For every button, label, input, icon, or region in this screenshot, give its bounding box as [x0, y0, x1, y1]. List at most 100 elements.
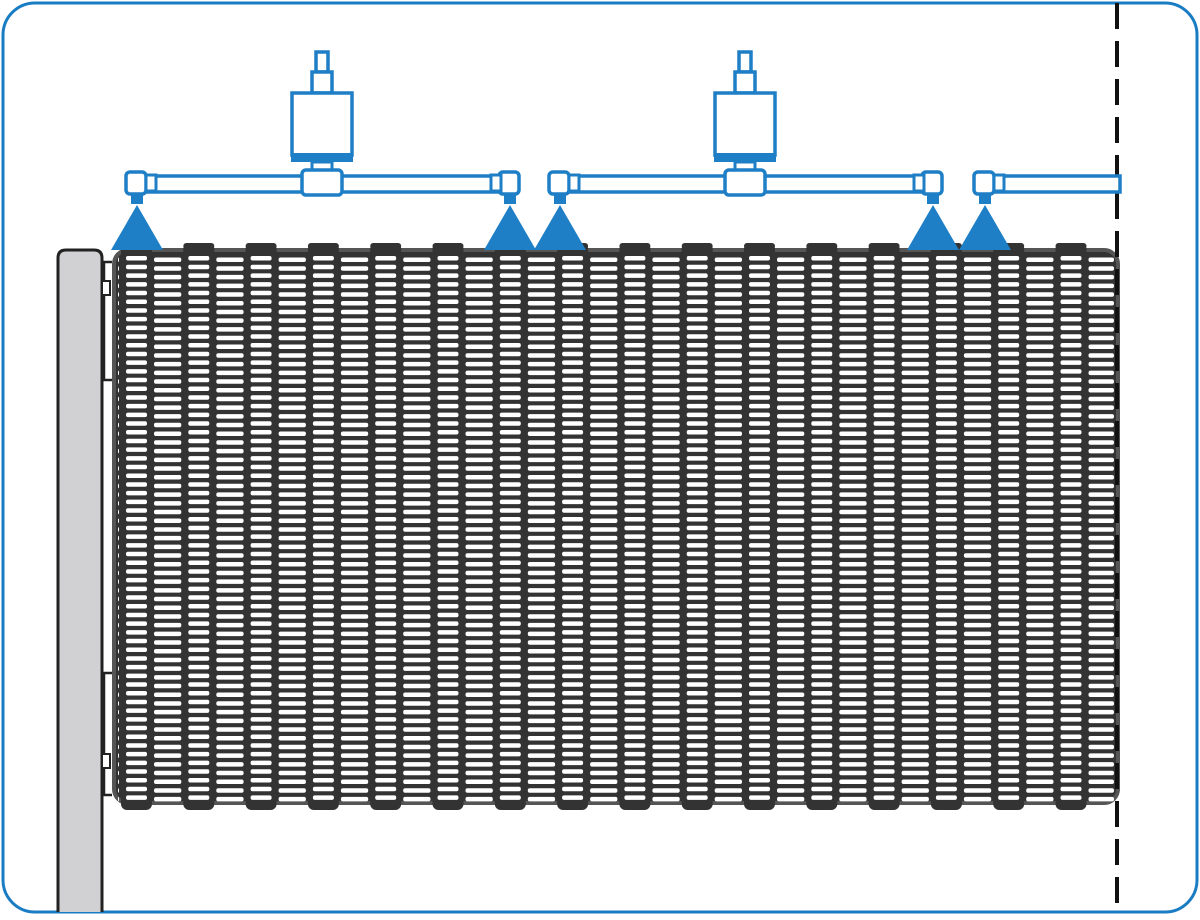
mesh-slat — [403, 283, 431, 289]
mesh-slat — [437, 760, 459, 766]
mesh-slat — [250, 447, 272, 452]
mesh-slat — [216, 266, 244, 271]
mesh-slat — [562, 786, 584, 792]
mesh-slat — [216, 448, 244, 454]
mesh-slat — [527, 301, 556, 306]
mesh-slat — [250, 525, 272, 531]
mesh-slat — [873, 473, 895, 478]
mesh-slat — [216, 579, 244, 584]
mesh-slat — [375, 647, 397, 652]
mesh-slat — [811, 290, 833, 296]
mesh-slat — [250, 769, 272, 774]
mesh-slat — [777, 335, 805, 341]
mesh-slat — [652, 292, 680, 297]
mesh-slat — [1026, 718, 1054, 724]
mesh-slat — [118, 318, 119, 323]
mesh-slat — [998, 325, 1020, 331]
mesh-slat — [250, 725, 272, 731]
mesh-slat — [562, 751, 584, 757]
mesh-slat — [839, 562, 867, 567]
column-cap — [245, 243, 277, 249]
mesh-slat — [562, 630, 584, 635]
mesh-slat — [652, 266, 680, 271]
mesh-slat — [839, 779, 867, 784]
mesh-slat — [935, 351, 957, 357]
mesh-slat — [714, 718, 742, 724]
mesh-slat — [777, 553, 805, 558]
mesh-slat — [652, 361, 680, 367]
mesh-slat — [963, 640, 992, 645]
mesh-slat — [1060, 717, 1082, 722]
mesh-slat — [873, 360, 895, 365]
mesh-slat — [1088, 631, 1114, 637]
mesh-slat — [1026, 370, 1054, 376]
mesh-slat — [1088, 762, 1114, 767]
mesh-slat — [935, 621, 957, 626]
mesh-slat — [250, 482, 272, 487]
mesh-slat — [465, 753, 493, 758]
mesh-slat — [250, 577, 272, 583]
mesh-slat — [216, 388, 244, 393]
mesh-slat — [935, 673, 957, 679]
mesh-slat — [278, 796, 306, 802]
mesh-slat — [686, 351, 708, 357]
mesh-slat — [312, 525, 334, 531]
mesh-slat — [624, 334, 646, 339]
mesh-slat — [403, 466, 431, 471]
mesh-slat — [935, 517, 957, 522]
mesh-slat — [403, 475, 431, 480]
mesh-slat — [154, 344, 182, 349]
mesh-slat — [499, 647, 521, 652]
mesh-slat — [403, 370, 431, 376]
mesh-slat — [839, 649, 867, 654]
mesh-slat — [465, 344, 493, 349]
mesh-slat — [126, 534, 147, 539]
mesh-slat — [590, 301, 618, 306]
mesh-slat — [590, 631, 618, 637]
mesh-slat — [1026, 448, 1054, 454]
mesh-slat — [777, 379, 805, 384]
mesh-slat — [935, 421, 957, 426]
mesh-slat — [686, 786, 708, 792]
mesh-slat — [811, 430, 833, 435]
mesh-slat — [154, 257, 182, 262]
mesh-slat — [340, 727, 369, 732]
mesh-slat — [749, 403, 770, 409]
mesh-slat — [963, 753, 992, 758]
mesh-slat — [278, 605, 306, 610]
mesh-slat — [749, 664, 770, 670]
mesh-slat — [527, 292, 556, 297]
mesh-slat — [590, 596, 618, 602]
mesh-slat — [154, 666, 182, 671]
mesh-slat — [901, 762, 929, 767]
mesh-slat — [216, 727, 244, 732]
mesh-slat — [216, 596, 244, 602]
mesh-slat — [118, 370, 119, 376]
mesh-slat — [188, 604, 210, 609]
mesh-slat — [749, 673, 770, 679]
mesh-slat — [998, 560, 1020, 565]
mesh-slat — [278, 718, 306, 724]
mesh-slat — [873, 743, 895, 748]
mesh-slat — [652, 796, 680, 802]
mesh-slat — [375, 691, 397, 696]
mesh-slat — [714, 736, 742, 741]
mesh-slat — [873, 447, 895, 452]
mesh-slat — [126, 325, 147, 331]
mesh-slat — [714, 457, 742, 463]
mesh-slat — [1026, 753, 1054, 758]
mesh-slat — [839, 666, 867, 671]
mesh-slat — [118, 431, 119, 436]
mesh-slat — [562, 290, 584, 296]
mesh-slat — [1060, 656, 1082, 661]
mesh-slat — [1060, 464, 1082, 470]
mesh-slat — [777, 588, 805, 593]
mesh-slat — [777, 736, 805, 741]
mesh-slat — [437, 656, 459, 661]
mesh-slat — [652, 475, 680, 480]
mesh-slat — [1088, 257, 1114, 262]
mesh-slat — [188, 256, 210, 261]
mesh-slat — [340, 283, 369, 289]
mesh-slat — [652, 753, 680, 758]
mesh-slat — [403, 701, 431, 706]
